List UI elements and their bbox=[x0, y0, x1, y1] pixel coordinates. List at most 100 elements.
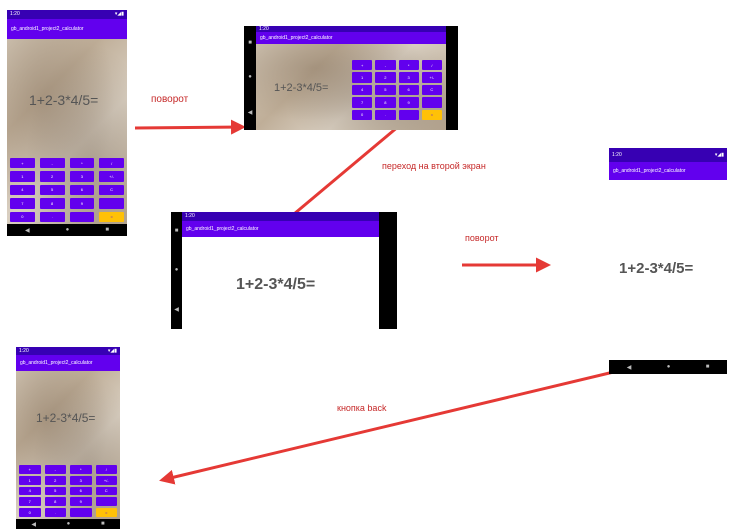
key-button[interactable]: + bbox=[19, 465, 41, 474]
app-bar-title: gb_android1_project2_calculator bbox=[609, 162, 727, 180]
back-triangle-icon[interactable]: ◀ bbox=[247, 109, 253, 116]
key-button[interactable]: 9 bbox=[69, 198, 95, 209]
second-screen-content: 1:20 gb_android1_project2_calculator 1+2… bbox=[182, 212, 379, 329]
key-button[interactable] bbox=[69, 211, 95, 222]
key-button[interactable]: / bbox=[99, 158, 124, 169]
home-circle-icon[interactable]: ● bbox=[65, 227, 70, 233]
back-triangle-icon[interactable]: ◀ bbox=[25, 227, 30, 234]
nav-bar: ■ ● ◀ bbox=[171, 212, 182, 329]
home-circle-icon[interactable]: ● bbox=[66, 521, 71, 527]
back-triangle-icon[interactable]: ◀ bbox=[626, 364, 632, 371]
expression-display: 1+2-3*4/5= bbox=[619, 260, 694, 277]
key-button[interactable]: 5 bbox=[375, 84, 396, 96]
expression-display: 1+2-3*4/5= bbox=[236, 276, 316, 293]
key-button[interactable]: 6 bbox=[69, 184, 95, 196]
back-triangle-icon[interactable]: ◀ bbox=[31, 521, 36, 528]
key-equals[interactable]: = bbox=[95, 508, 117, 517]
key-button[interactable]: - bbox=[39, 158, 65, 169]
key-equals[interactable]: = bbox=[421, 109, 442, 120]
key-button[interactable]: 7 bbox=[19, 497, 41, 507]
key-button[interactable]: C bbox=[99, 184, 124, 196]
key-button[interactable]: 0 bbox=[19, 508, 41, 517]
key-button[interactable]: 7 bbox=[10, 198, 35, 209]
phone-portrait-calculator: 1:20▾◢▮ gb_android1_project2_calculator … bbox=[7, 10, 127, 236]
home-circle-icon[interactable]: ● bbox=[666, 364, 671, 370]
key-button[interactable]: . bbox=[44, 508, 66, 517]
key-button[interactable]: C bbox=[421, 84, 442, 96]
home-circle-icon[interactable]: ● bbox=[174, 266, 179, 273]
phone-portrait-after-back: 1:20▾◢▮ gb_android1_project2_calculator … bbox=[16, 347, 120, 529]
key-button[interactable]: +/- bbox=[95, 475, 117, 485]
key-button[interactable]: / bbox=[95, 465, 117, 474]
key-button[interactable]: +/- bbox=[99, 171, 124, 182]
key-button[interactable]: +/- bbox=[421, 72, 442, 83]
key-button[interactable]: / bbox=[421, 60, 442, 71]
phone-second-screen-landscape: ■ ● ◀ 1:20 gb_android1_project2_calculator… bbox=[171, 212, 397, 329]
key-button[interactable]: - bbox=[44, 465, 66, 474]
key-button[interactable] bbox=[99, 198, 124, 209]
key-button[interactable]: C bbox=[95, 486, 117, 496]
key-button[interactable]: 8 bbox=[39, 198, 65, 209]
key-button[interactable]: 7 bbox=[352, 97, 373, 108]
app-bar-title: gb_android1_project2_calculator bbox=[256, 32, 446, 44]
key-button[interactable]: 4 bbox=[10, 184, 35, 196]
recents-square-icon[interactable]: ■ bbox=[101, 521, 105, 527]
arrow-back bbox=[159, 368, 623, 485]
key-button[interactable]: . bbox=[39, 211, 65, 222]
key-button[interactable]: + bbox=[10, 158, 35, 169]
label-rotate-2: поворот bbox=[465, 233, 499, 243]
key-button[interactable]: . bbox=[375, 109, 396, 120]
key-button[interactable] bbox=[398, 109, 419, 120]
key-button[interactable] bbox=[70, 508, 92, 517]
recents-square-icon[interactable]: ■ bbox=[174, 228, 179, 235]
key-button[interactable]: - bbox=[375, 60, 396, 71]
key-button[interactable] bbox=[421, 97, 442, 108]
key-button[interactable]: 6 bbox=[70, 486, 92, 496]
key-button[interactable]: + bbox=[352, 60, 373, 71]
key-button[interactable]: 4 bbox=[19, 486, 41, 496]
key-button[interactable]: 3 bbox=[398, 72, 419, 83]
recents-square-icon[interactable]: ■ bbox=[248, 40, 252, 47]
nav-bar: ◀ ● ■ bbox=[609, 360, 727, 374]
key-button[interactable]: * bbox=[398, 60, 419, 71]
key-button[interactable]: * bbox=[69, 158, 95, 169]
key-button[interactable]: 9 bbox=[70, 497, 92, 507]
key-button[interactable]: 6 bbox=[398, 84, 419, 96]
key-button[interactable]: 8 bbox=[375, 97, 396, 108]
phone-second-screen-portrait: 1:20▾◢▮ gb_android1_project2_calculator … bbox=[609, 148, 727, 374]
key-button[interactable]: 4 bbox=[352, 84, 373, 96]
key-button[interactable]: 1 bbox=[10, 171, 35, 182]
status-bar: 1:20▾◢▮ bbox=[16, 347, 120, 355]
phone-landscape-calculator: ■●◀ 1:20 gb_android1_project2_calculator… bbox=[244, 26, 458, 130]
landscape-content: 1:20 gb_android1_project2_calculator 1+2… bbox=[256, 26, 446, 130]
app-bar-title: gb_android1_project2_calculator bbox=[7, 19, 127, 39]
back-triangle-icon[interactable]: ◀ bbox=[174, 306, 179, 313]
key-button[interactable]: 2 bbox=[39, 171, 65, 182]
expression-display: 1+2-3*4/5= bbox=[274, 82, 329, 94]
key-button[interactable] bbox=[95, 497, 117, 507]
key-button[interactable]: 0 bbox=[10, 211, 35, 222]
key-button[interactable]: 1 bbox=[19, 475, 41, 485]
home-circle-icon[interactable]: ● bbox=[248, 74, 252, 81]
arrow-rotate-1 bbox=[134, 119, 246, 135]
key-button[interactable]: * bbox=[70, 465, 92, 474]
label-to-second-screen: переход на второй экран bbox=[382, 161, 486, 171]
key-button[interactable]: 5 bbox=[39, 184, 65, 196]
key-button[interactable]: 8 bbox=[44, 497, 66, 507]
expression-display: 1+2-3*4/5= bbox=[29, 92, 99, 108]
key-button[interactable]: 5 bbox=[44, 486, 66, 496]
key-equals[interactable]: = bbox=[99, 211, 124, 222]
key-button[interactable]: 2 bbox=[375, 72, 396, 83]
recents-square-icon[interactable]: ■ bbox=[705, 364, 710, 370]
label-rotate-1: поворот bbox=[151, 94, 189, 105]
key-button[interactable]: 3 bbox=[69, 171, 95, 182]
expression-display: 1+2-3*4/5= bbox=[36, 411, 96, 425]
nav-bar: ■ ● ◀ bbox=[244, 26, 256, 130]
key-button[interactable]: 1 bbox=[352, 72, 373, 83]
key-button[interactable]: 0 bbox=[352, 109, 373, 120]
recents-square-icon[interactable]: ■ bbox=[105, 227, 109, 233]
key-button[interactable]: 9 bbox=[398, 97, 419, 108]
key-button[interactable]: 3 bbox=[70, 475, 92, 485]
key-button[interactable]: 2 bbox=[44, 475, 66, 485]
